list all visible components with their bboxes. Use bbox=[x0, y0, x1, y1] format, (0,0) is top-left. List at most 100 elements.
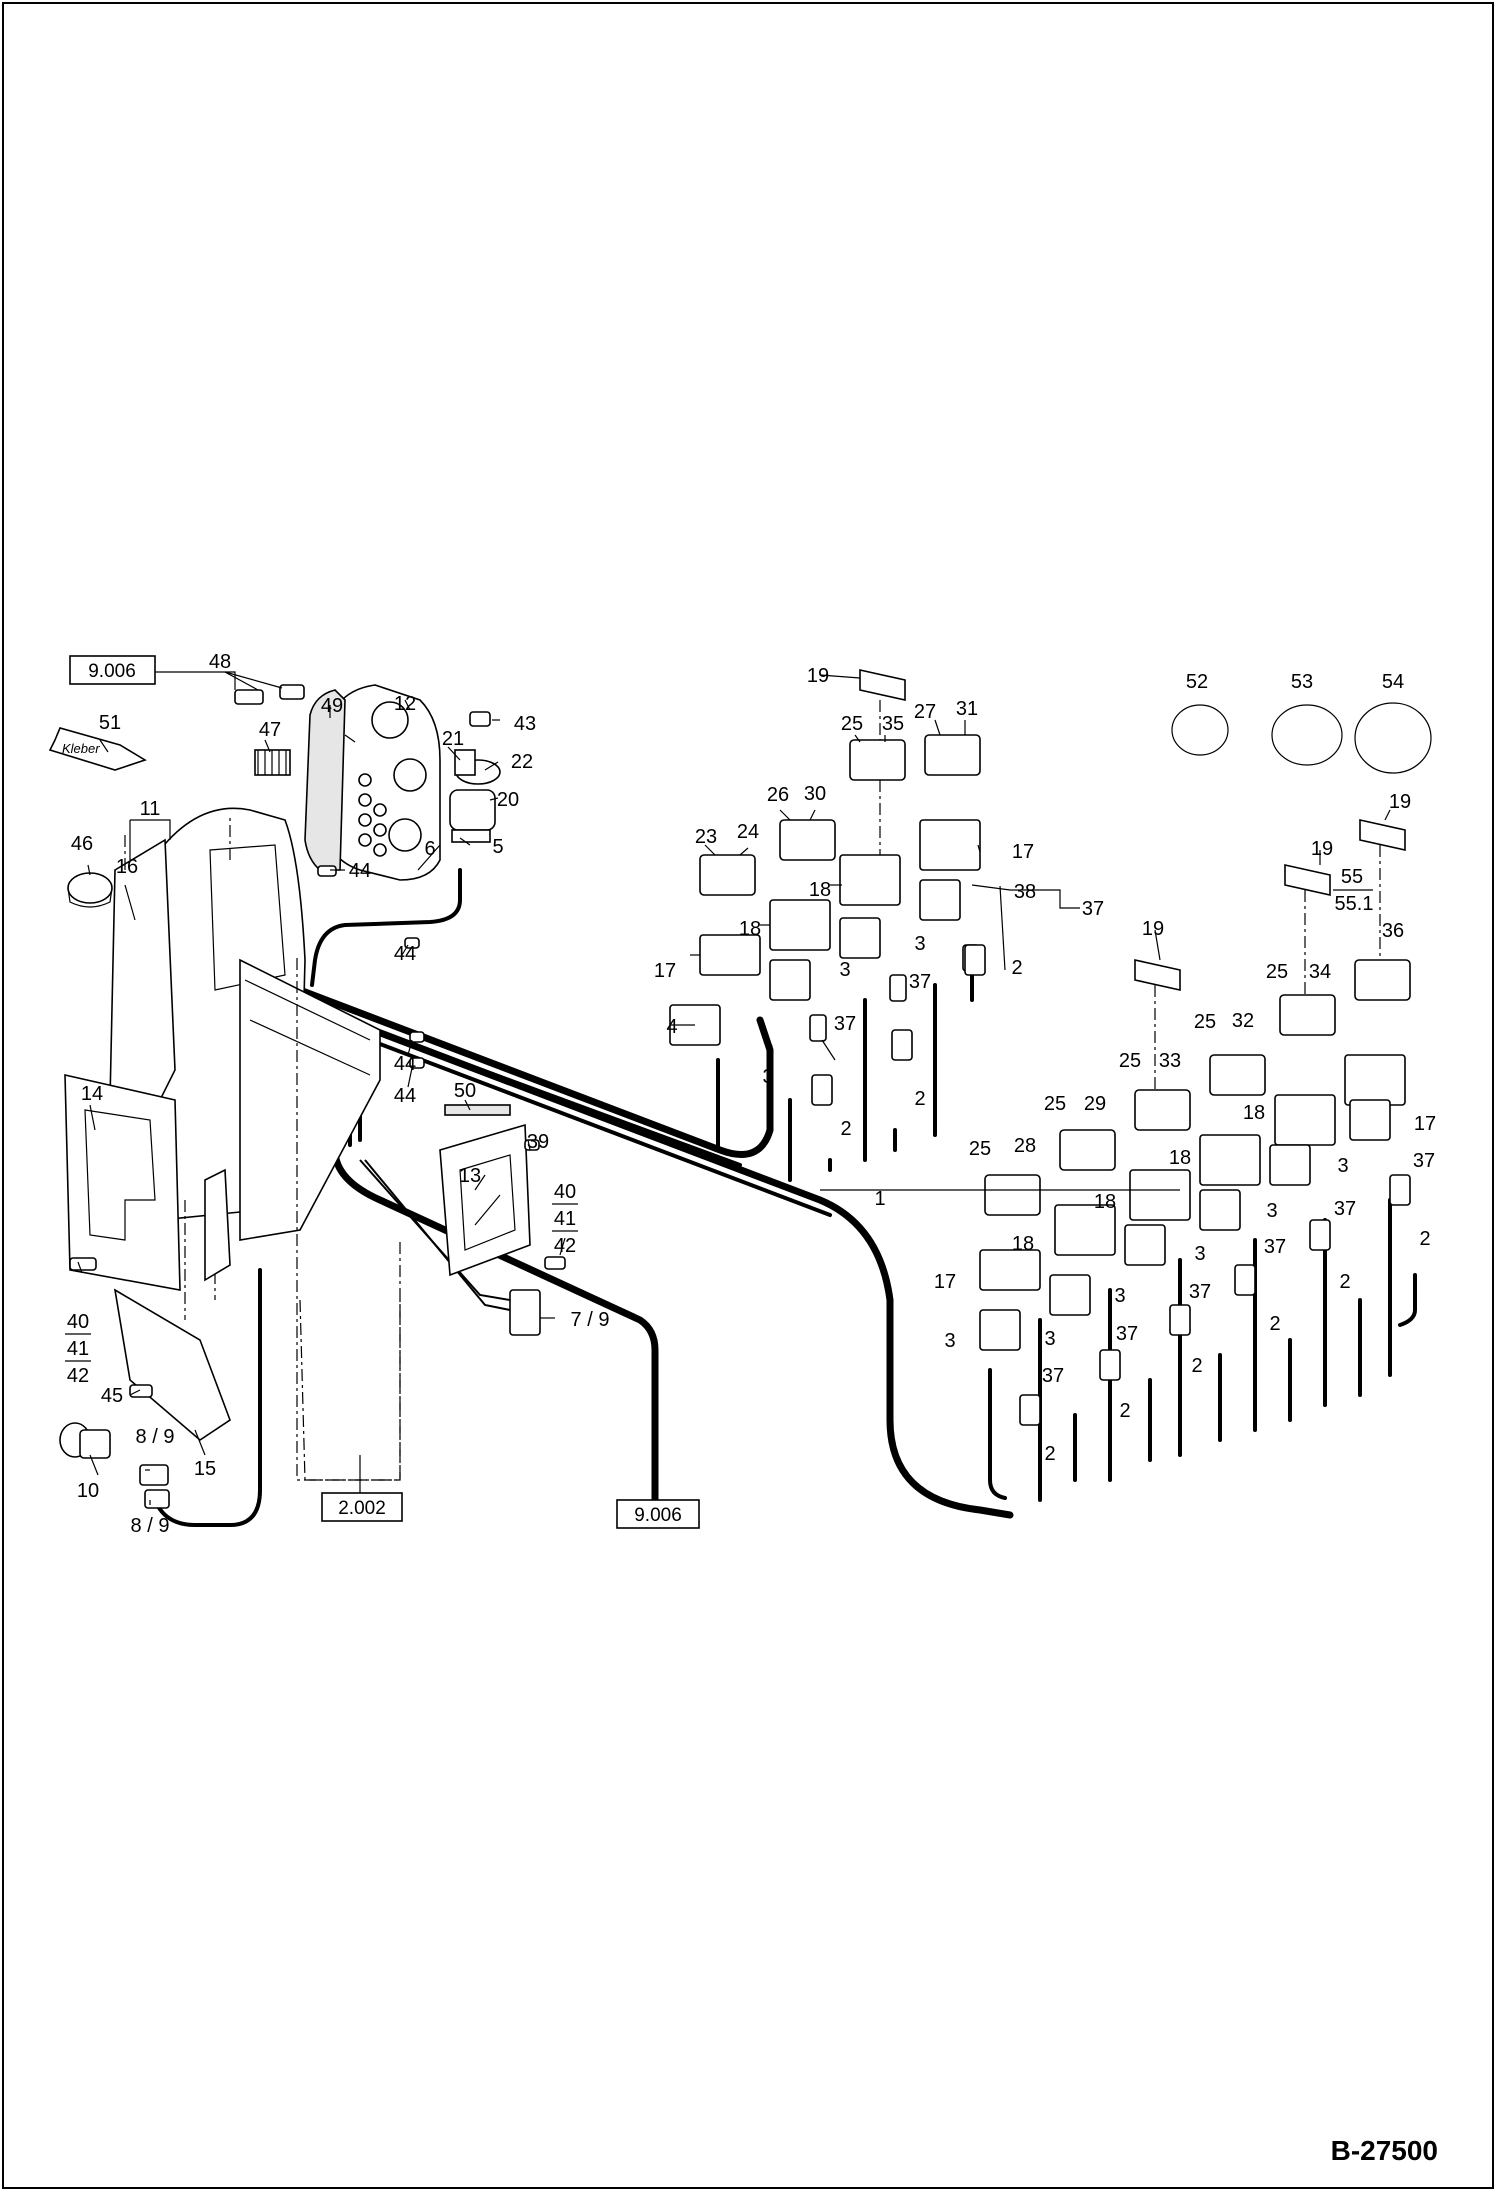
label-3-f: 3 bbox=[1194, 1243, 1205, 1265]
label-18-c: 18 bbox=[1243, 1102, 1265, 1124]
label-17-c: 17 bbox=[1414, 1113, 1436, 1135]
label-52: 52 bbox=[1186, 671, 1208, 693]
label-37-i: 37 bbox=[1042, 1365, 1064, 1387]
label-40-right: 40 bbox=[554, 1181, 576, 1203]
ring bbox=[67, 872, 113, 908]
label-12: 12 bbox=[394, 693, 416, 715]
label-44-b: 44 bbox=[394, 943, 416, 965]
label-32: 32 bbox=[1232, 1010, 1254, 1032]
label-41-right: 41 bbox=[554, 1208, 576, 1230]
label-15: 15 bbox=[194, 1458, 216, 1480]
label-3-b: 3 bbox=[914, 933, 925, 955]
label-53: 53 bbox=[1291, 671, 1313, 693]
label-45: 45 bbox=[101, 1385, 123, 1407]
label-14: 14 bbox=[81, 1083, 103, 1105]
label-18-b: 18 bbox=[739, 918, 761, 940]
label-3-a: 3 bbox=[839, 959, 850, 981]
label-40-left: 40 bbox=[67, 1311, 89, 1333]
label-43: 43 bbox=[514, 713, 536, 735]
label-2-i: 2 bbox=[1044, 1443, 1055, 1465]
label-4: 4 bbox=[666, 1016, 677, 1038]
label-20: 20 bbox=[497, 789, 519, 811]
upper-switch-group bbox=[669, 669, 986, 1106]
label-26: 26 bbox=[767, 784, 789, 806]
label-25-b: 25 bbox=[1266, 961, 1288, 983]
leader-lines bbox=[77, 671, 1391, 1505]
label-3-i: 3 bbox=[1044, 1328, 1055, 1350]
upper-switch-wires bbox=[716, 958, 974, 1182]
label-2-e: 2 bbox=[1339, 1271, 1350, 1293]
lower-panel bbox=[113, 1168, 231, 1442]
label-3-h: 3 bbox=[944, 1330, 955, 1352]
ref-text: 2.002 bbox=[338, 1498, 386, 1519]
label-33: 33 bbox=[1159, 1050, 1181, 1072]
ignition-switch bbox=[449, 749, 501, 843]
label-21: 21 bbox=[442, 728, 464, 750]
label-42-left: 42 bbox=[67, 1365, 89, 1387]
label-3-e: 3 bbox=[1266, 1200, 1277, 1222]
ref-box-9006-top: 9.006 bbox=[69, 655, 156, 685]
label-16: 16 bbox=[116, 856, 138, 878]
label-5: 5 bbox=[492, 836, 503, 858]
label-3-d: 3 bbox=[1337, 1155, 1348, 1177]
ref-text: 9.006 bbox=[634, 1505, 682, 1526]
ref-box-9006-bottom: 9.006 bbox=[616, 1499, 700, 1529]
label-10: 10 bbox=[77, 1480, 99, 1502]
label-17-a: 17 bbox=[1012, 841, 1034, 863]
label-23: 23 bbox=[695, 826, 717, 848]
label-19-d: 19 bbox=[1142, 918, 1164, 940]
label-55: 55 bbox=[1341, 866, 1363, 888]
label-44-c: 44 bbox=[394, 1053, 416, 1075]
label-11: 11 bbox=[140, 798, 161, 820]
label-2-d: 2 bbox=[1419, 1228, 1430, 1250]
label-25-f: 25 bbox=[969, 1138, 991, 1160]
glue-tube: Kleber bbox=[48, 727, 147, 771]
document-id: B-27500 bbox=[1331, 2135, 1438, 2166]
label-2-b: 2 bbox=[914, 1088, 925, 1110]
label-19-c: 19 bbox=[1311, 838, 1333, 860]
cable-ties bbox=[1171, 702, 1432, 774]
label-35: 35 bbox=[882, 713, 904, 735]
label-7-9: 7 / 9 bbox=[571, 1309, 610, 1331]
label-46: 46 bbox=[71, 833, 93, 855]
label-17-d: 17 bbox=[934, 1271, 956, 1293]
label-2-g: 2 bbox=[1191, 1355, 1202, 1377]
label-38: 38 bbox=[1014, 881, 1036, 903]
label-1: 1 bbox=[874, 1188, 885, 1210]
label-28: 28 bbox=[1014, 1135, 1036, 1157]
label-8-9-bottom: 8 / 9 bbox=[131, 1515, 170, 1537]
label-37-b: 37 bbox=[909, 971, 931, 993]
label-18-f: 18 bbox=[1012, 1233, 1034, 1255]
label-51: 51 bbox=[99, 712, 121, 734]
label-44-a: 44 bbox=[349, 860, 371, 882]
instrument-cluster bbox=[304, 684, 441, 881]
label-55-1: 55.1 bbox=[1335, 893, 1374, 915]
label-50: 50 bbox=[454, 1080, 476, 1102]
label-37-g: 37 bbox=[1189, 1281, 1211, 1303]
label-19-a: 19 bbox=[807, 665, 829, 687]
bracket bbox=[439, 1123, 531, 1277]
label-18-a: 18 bbox=[809, 879, 831, 901]
label-54: 54 bbox=[1382, 671, 1404, 693]
bulb-holders bbox=[234, 684, 305, 776]
label-37-a: 37 bbox=[1082, 898, 1104, 920]
label-25-a: 25 bbox=[841, 713, 863, 735]
label-2-a: 2 bbox=[1011, 957, 1022, 979]
label-3-c: 3 bbox=[762, 1066, 773, 1088]
label-29: 29 bbox=[1084, 1093, 1106, 1115]
connector bbox=[444, 1104, 541, 1336]
label-2-f: 2 bbox=[1269, 1313, 1280, 1335]
label-18-e: 18 bbox=[1094, 1191, 1116, 1213]
label-25-c: 25 bbox=[1194, 1011, 1216, 1033]
label-37-e: 37 bbox=[1334, 1198, 1356, 1220]
label-19-b: 19 bbox=[1389, 791, 1411, 813]
label-27: 27 bbox=[914, 701, 936, 723]
small-fasteners bbox=[69, 711, 566, 1398]
label-6: 6 bbox=[424, 838, 435, 860]
label-37-c: 37 bbox=[834, 1013, 856, 1035]
label-2-c: 2 bbox=[840, 1118, 851, 1140]
label-41-left: 41 bbox=[67, 1338, 89, 1360]
lower-switch-wires bbox=[988, 1198, 1417, 1502]
label-48: 48 bbox=[209, 651, 231, 673]
